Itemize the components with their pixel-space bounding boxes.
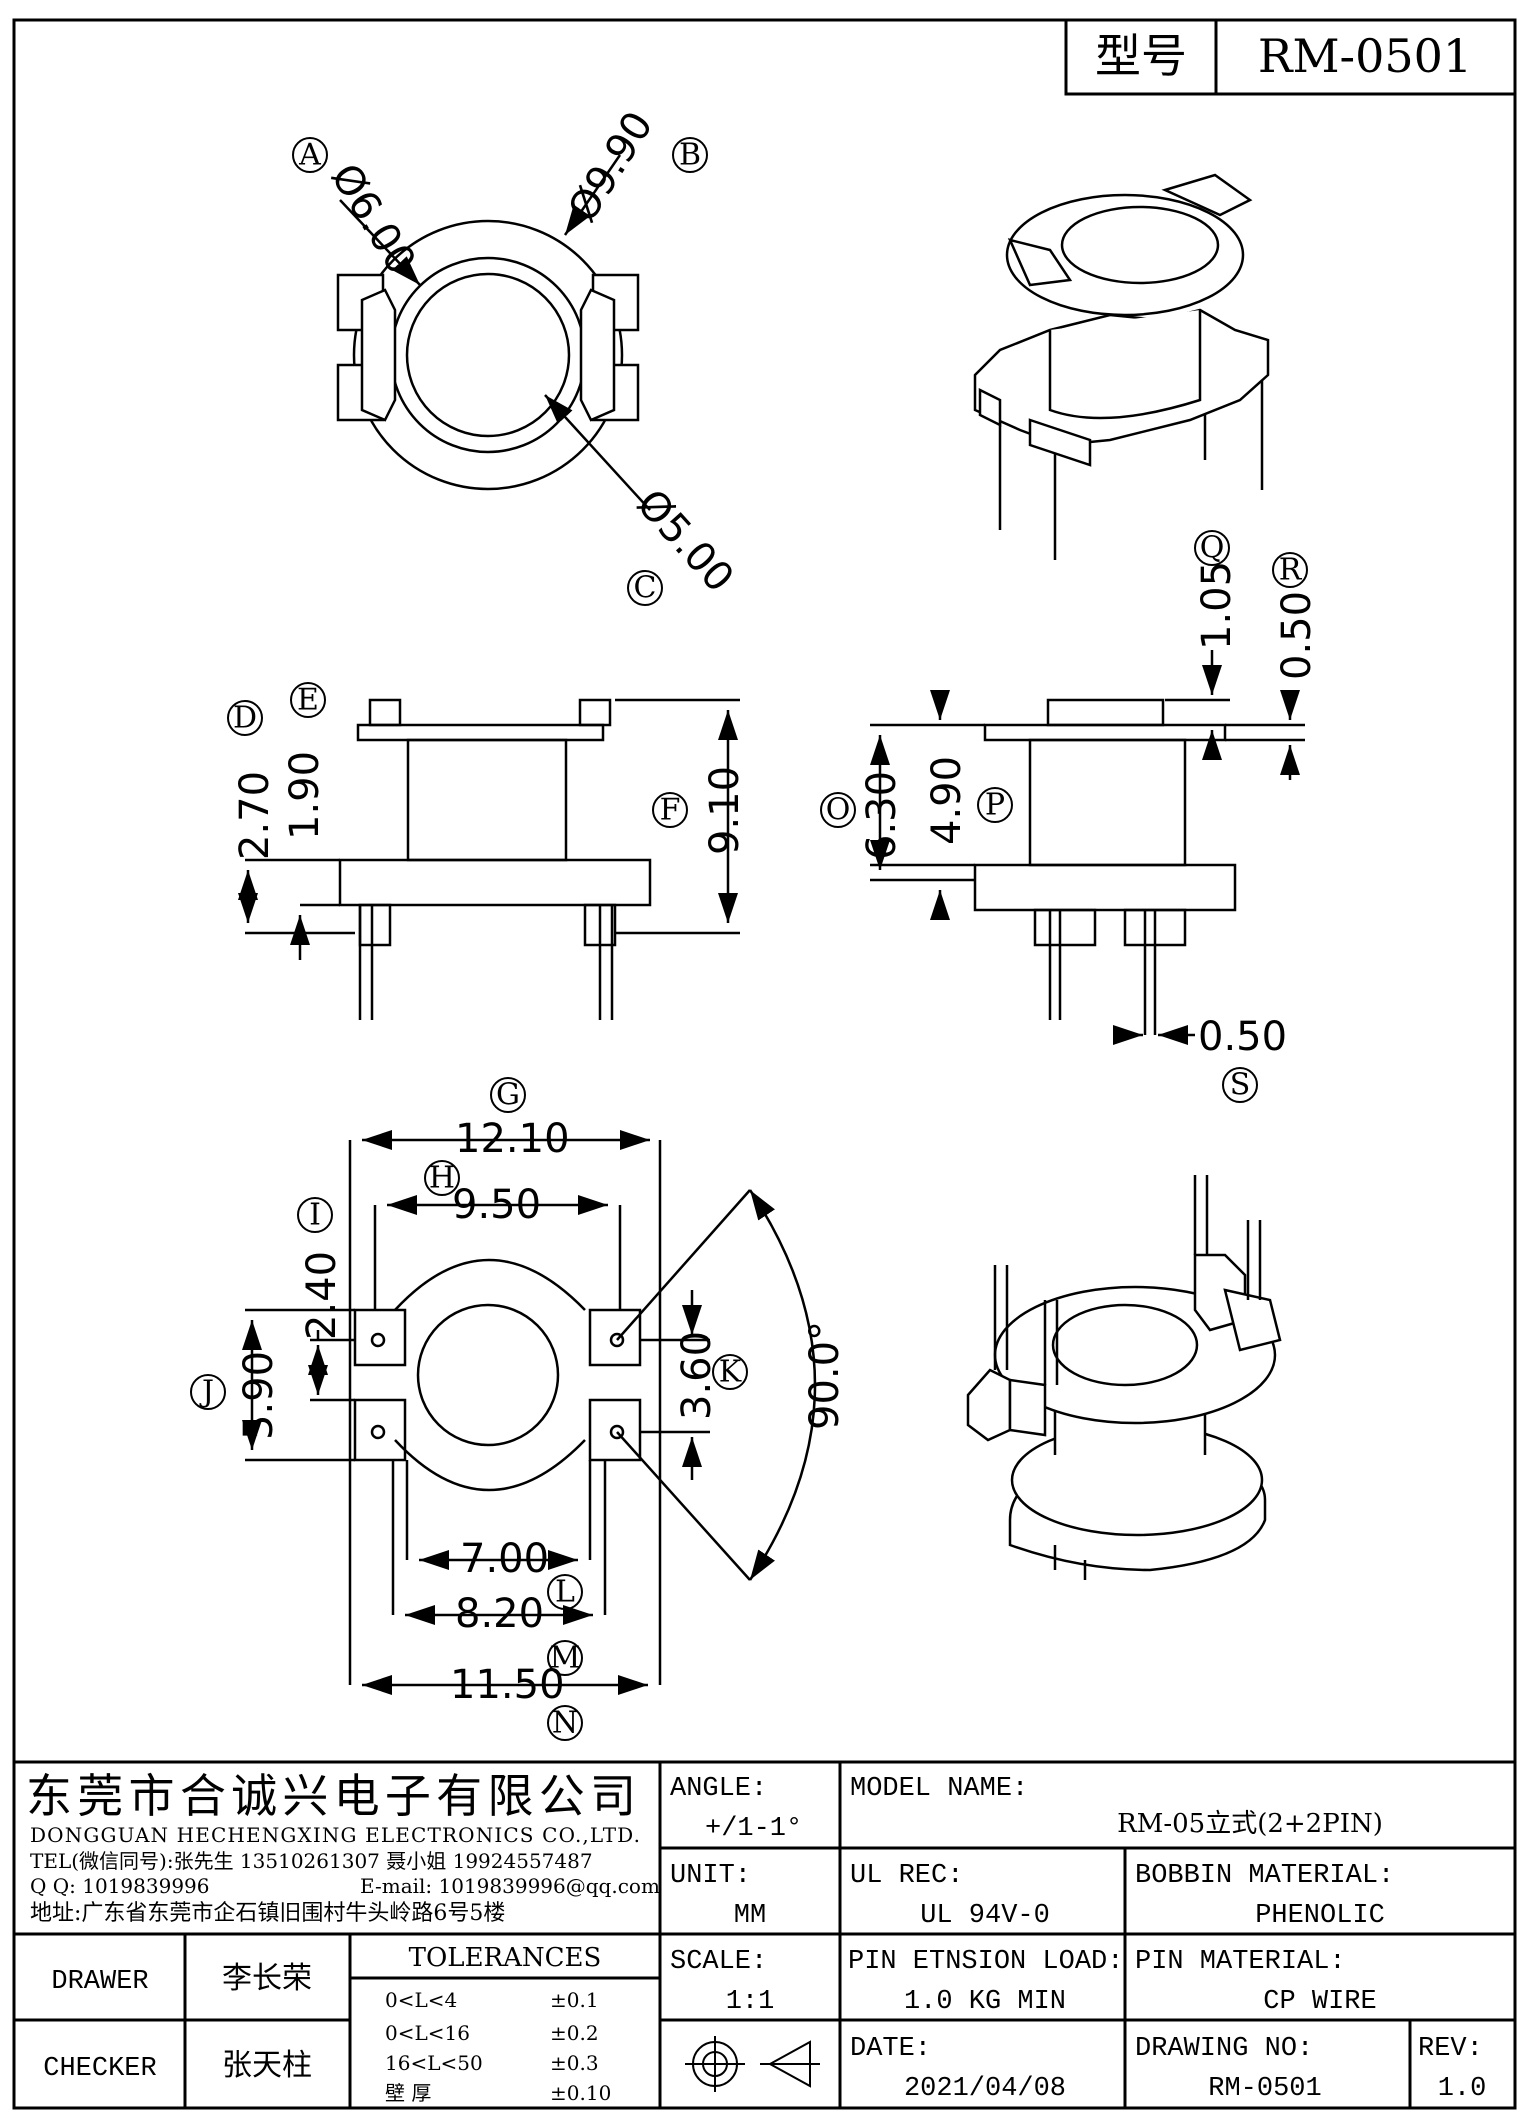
dim-H: 9.50 — [452, 1182, 541, 1228]
label-B: B — [679, 138, 701, 173]
dim-K: 3.60 — [674, 1331, 720, 1420]
drawing-border — [12, 18, 1517, 2110]
label-K: K — [719, 1355, 742, 1390]
date-label: DATE: — [850, 2034, 931, 2064]
dim-G: 12.10 — [455, 1116, 570, 1162]
label-M: M — [550, 1641, 581, 1676]
label-H: H — [429, 1161, 455, 1196]
projection-symbol — [685, 2036, 820, 2092]
scale-value: 1:1 — [726, 1987, 775, 2017]
bobbin-material-value: PHENOLIC — [1255, 1901, 1385, 1931]
type-label: 型号 — [1095, 29, 1187, 83]
label-I: I — [309, 1198, 321, 1233]
side-view — [870, 650, 1305, 1045]
tolerances-label: TOLERANCES — [409, 1943, 602, 1973]
label-Q: Q — [1200, 531, 1225, 566]
iso-view-bottom — [966, 1175, 1282, 1580]
rev-label: REV: — [1418, 2034, 1483, 2064]
label-L: L — [555, 1575, 575, 1610]
dim-J: 5.90 — [236, 1351, 282, 1440]
bobbin-material-label: BOBBIN MATERIAL: — [1135, 1861, 1394, 1891]
dim-E: 1.90 — [282, 751, 328, 840]
model-name-label: MODEL NAME: — [850, 1774, 1028, 1804]
model-number: RM-0501 — [1258, 29, 1472, 83]
label-A: A — [298, 138, 321, 173]
pin-material-label: PIN MATERIAL: — [1135, 1947, 1346, 1977]
drawing-no-label: DRAWING NO: — [1135, 2034, 1313, 2064]
dim-S: 0.50 — [1198, 1014, 1287, 1060]
front-view-labels: D E 2.70 1.90 F 9.10 — [227, 682, 748, 860]
label-F: F — [660, 793, 681, 828]
checker-label: CHECKER — [43, 2054, 156, 2084]
tolerance-range: 0<L<4 — [385, 1988, 457, 2012]
dim-R: 0.50 — [1274, 591, 1320, 680]
top-view-labels: A Ø6.00 B Ø9.90 C Ø5.00 — [292, 104, 742, 606]
iso-view-top — [973, 173, 1270, 560]
company-name-en: DONGGUAN HECHENGXING ELECTRONICS CO.,LTD… — [30, 1823, 640, 1847]
angle-value: +/1-1° — [705, 1814, 802, 1844]
ul-rec-label: UL REC: — [850, 1861, 963, 1891]
dim-B: Ø9.90 — [559, 104, 662, 231]
label-E: E — [297, 683, 319, 718]
label-R: R — [1279, 553, 1303, 588]
dim-L: 7.00 — [460, 1536, 549, 1582]
dim-F: 9.10 — [702, 766, 748, 855]
pin-tension-value: 1.0 KG MIN — [904, 1987, 1066, 2017]
company-name-cn: 东莞市合诚兴电子有限公司 — [26, 1769, 636, 1823]
dim-angle: 90.0° — [802, 1321, 848, 1430]
unit-label: UNIT: — [670, 1861, 751, 1891]
dim-N: 11.50 — [450, 1662, 565, 1708]
dim-P: 4.90 — [924, 756, 970, 845]
checker-value: 张天柱 — [222, 2048, 312, 2083]
unit-value: MM — [734, 1901, 766, 1931]
tolerance-value: ±0.3 — [550, 2051, 599, 2075]
tolerance-value: ±0.10 — [550, 2081, 611, 2105]
company-email: E-mail: 1019839996@qq.com — [360, 1874, 660, 1898]
dim-O: 6.30 — [859, 771, 905, 860]
top-view — [336, 154, 651, 511]
company-tel: TEL(微信同号):张先生 13510261307 聂小姐 1992455748… — [30, 1849, 593, 1873]
tolerance-value: ±0.1 — [550, 1988, 599, 2012]
dim-I: 2.40 — [299, 1251, 345, 1340]
front-view — [238, 698, 740, 1020]
scale-label: SCALE: — [670, 1947, 767, 1977]
pin-tension-label: PIN ETNSION LOAD: — [848, 1947, 1123, 1977]
ul-rec-value: UL 94V-0 — [920, 1901, 1050, 1931]
dim-Q: 1.05 — [1194, 561, 1240, 650]
dim-D: 2.70 — [232, 771, 278, 860]
model-name-value: RM-05立式(2+2PIN) — [1117, 1809, 1383, 1839]
label-D: D — [233, 701, 257, 736]
side-view-labels: O 6.30 P 4.90 Q 1.05 R 0.50 0.50 S — [820, 530, 1320, 1103]
tolerance-range: 16<L<50 — [385, 2051, 483, 2075]
label-C: C — [634, 571, 657, 606]
title-block — [14, 1760, 1515, 2108]
drawing-no-value: RM-0501 — [1208, 2074, 1321, 2104]
label-S: S — [1230, 1068, 1251, 1103]
company-address: 地址:广东省东莞市企石镇旧围村牛头岭路6号5楼 — [30, 1901, 505, 1926]
company-qq: Q Q: 1019839996 — [30, 1874, 210, 1898]
angle-label: ANGLE: — [670, 1774, 767, 1804]
tolerance-table: 0<L<4 ±0.1 0<L<16 ±0.2 16<L<50 ±0.3 壁 厚 … — [385, 1988, 611, 2105]
pin-material-value: CP WIRE — [1263, 1987, 1376, 2017]
tolerance-range: 壁 厚 — [385, 2081, 431, 2105]
label-O: O — [826, 793, 851, 828]
drawer-value: 李长荣 — [222, 1961, 312, 1996]
label-P: P — [985, 788, 1005, 823]
tolerance-range: 0<L<16 — [385, 2021, 470, 2045]
rev-value: 1.0 — [1438, 2074, 1487, 2104]
label-N: N — [552, 1706, 578, 1741]
header-box: 型号 RM-0501 — [1064, 18, 1517, 96]
dim-A: Ø6.00 — [322, 156, 425, 283]
tolerance-value: ±0.2 — [550, 2021, 599, 2045]
bottom-view-labels: G 12.10 H 9.50 I 2.40 J 5.90 K 3.60 7.00… — [190, 1077, 848, 1741]
label-J: J — [199, 1375, 214, 1410]
drawer-label: DRAWER — [51, 1967, 148, 1997]
date-value: 2021/04/08 — [904, 2074, 1066, 2104]
dim-M: 8.20 — [455, 1591, 544, 1637]
label-G: G — [496, 1078, 520, 1113]
bottom-view — [242, 1130, 817, 1695]
